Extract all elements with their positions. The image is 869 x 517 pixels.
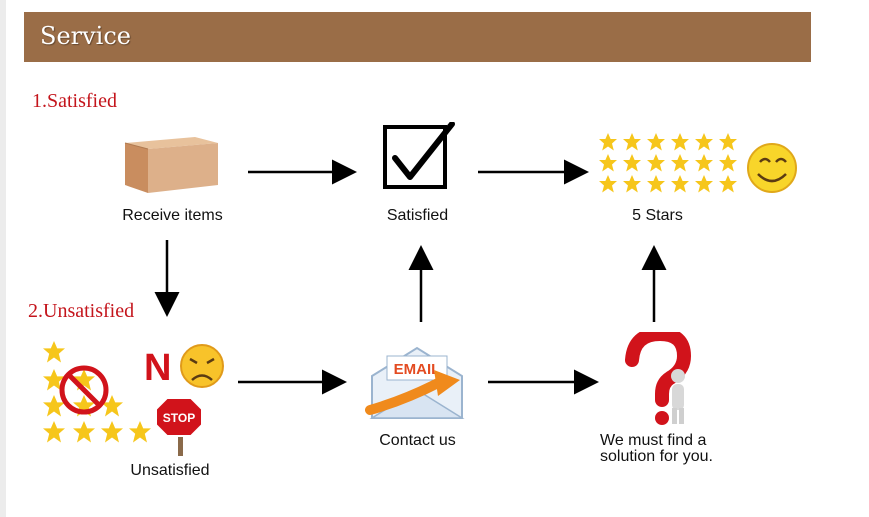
svg-text:EMAIL: EMAIL: [394, 361, 441, 378]
node-label-solution: We must find a solution for you.: [600, 432, 713, 465]
checkbox-icon: [383, 122, 455, 189]
node-label-unsatisfied: Unsatisfied: [130, 462, 210, 479]
svg-text:STOP: STOP: [163, 411, 195, 425]
question-person-icon: [625, 332, 692, 425]
page-title: Service: [40, 22, 131, 50]
node-label-satisfied: Satisfied: [386, 207, 449, 224]
node-label-5-stars: 5 Stars: [632, 207, 683, 224]
stop-sad-icon: N STOP: [43, 341, 224, 456]
stars-smiley-icon: [599, 133, 797, 193]
email-icon: EMAIL: [365, 346, 465, 419]
page-left-rule: [0, 0, 6, 517]
node-label-receive-items: Receive items: [122, 207, 223, 224]
section-label-satisfied: 1.Satisfied: [32, 90, 117, 112]
box-icon: [124, 137, 218, 193]
header-bar: Service: [24, 12, 811, 62]
node-label-contact-us: Contact us: [379, 432, 456, 449]
svg-text:N: N: [144, 347, 171, 389]
section-label-unsatisfied: 2.Unsatisfied: [28, 300, 135, 322]
